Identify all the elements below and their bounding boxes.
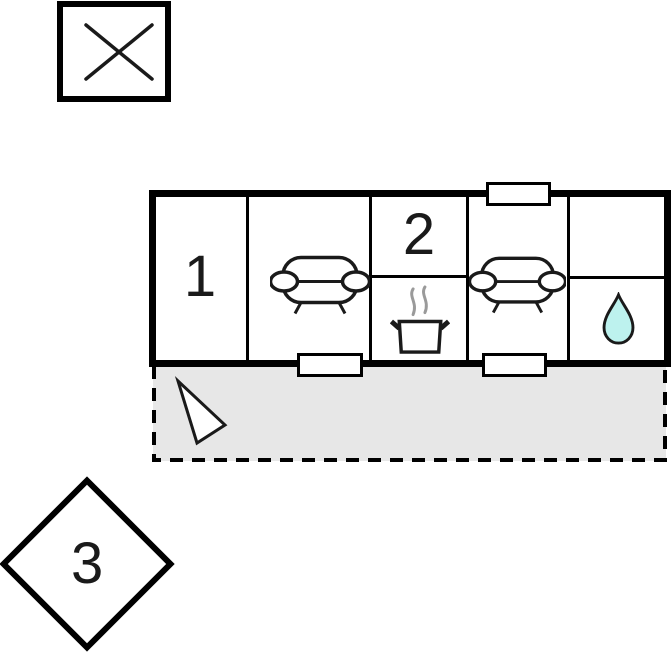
terrace-fill — [153, 366, 666, 461]
x-mark-icon — [84, 23, 154, 81]
window-marker — [297, 353, 363, 377]
cooking-pot-steam-icon — [390, 285, 450, 354]
sofa-icon — [469, 256, 566, 314]
window-marker — [486, 182, 551, 206]
room-label-1: 1 — [183, 244, 217, 309]
crossed-out-box — [57, 1, 171, 102]
kitchen-divider-wall — [371, 275, 467, 278]
interior-wall-1 — [246, 197, 249, 360]
unit-3-diamond: 3 — [0, 476, 175, 652]
room-label-2: 2 — [402, 202, 436, 267]
terrace-area — [152, 366, 667, 462]
terrace-dashed-border — [152, 366, 667, 462]
water-drop-icon — [602, 292, 635, 345]
sofa-icon — [270, 255, 370, 315]
direction-arrow-icon — [174, 376, 228, 446]
interior-wall-4 — [567, 197, 570, 360]
room-label-3: 3 — [70, 530, 104, 596]
interior-wall-2 — [369, 197, 372, 360]
right-room-divider-wall — [569, 276, 664, 279]
window-marker — [482, 353, 547, 377]
interior-wall-3 — [466, 197, 469, 360]
